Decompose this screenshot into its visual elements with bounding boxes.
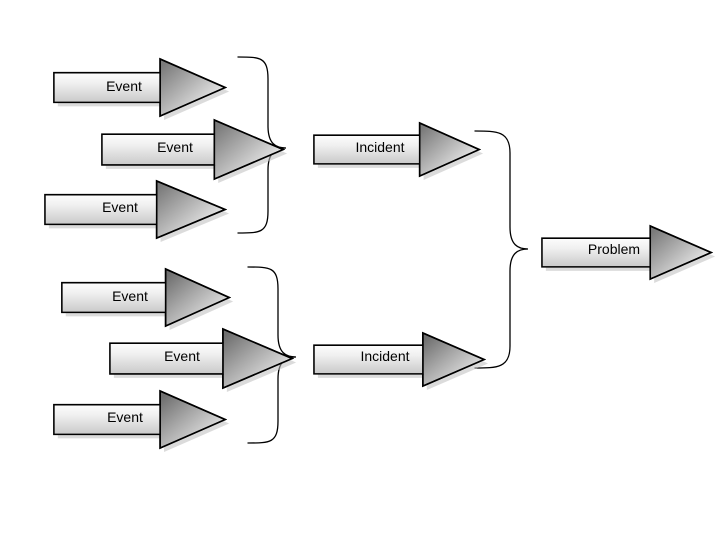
arrow-event-4[interactable] [60, 267, 236, 332]
arrow-event-1[interactable] [52, 57, 232, 122]
arrow-event-6[interactable] [52, 389, 232, 454]
brace-group-1 [237, 55, 300, 235]
arrow-problem-1[interactable] [540, 224, 718, 285]
arrow-event-3[interactable] [43, 179, 232, 244]
brace-group-2 [247, 265, 310, 445]
arrow-incident-2[interactable] [312, 331, 491, 392]
arrow-incident-1[interactable] [312, 121, 486, 182]
brace-group-3 [474, 129, 542, 370]
arrow-event-2[interactable] [100, 118, 290, 185]
arrow-event-5[interactable] [108, 327, 299, 394]
